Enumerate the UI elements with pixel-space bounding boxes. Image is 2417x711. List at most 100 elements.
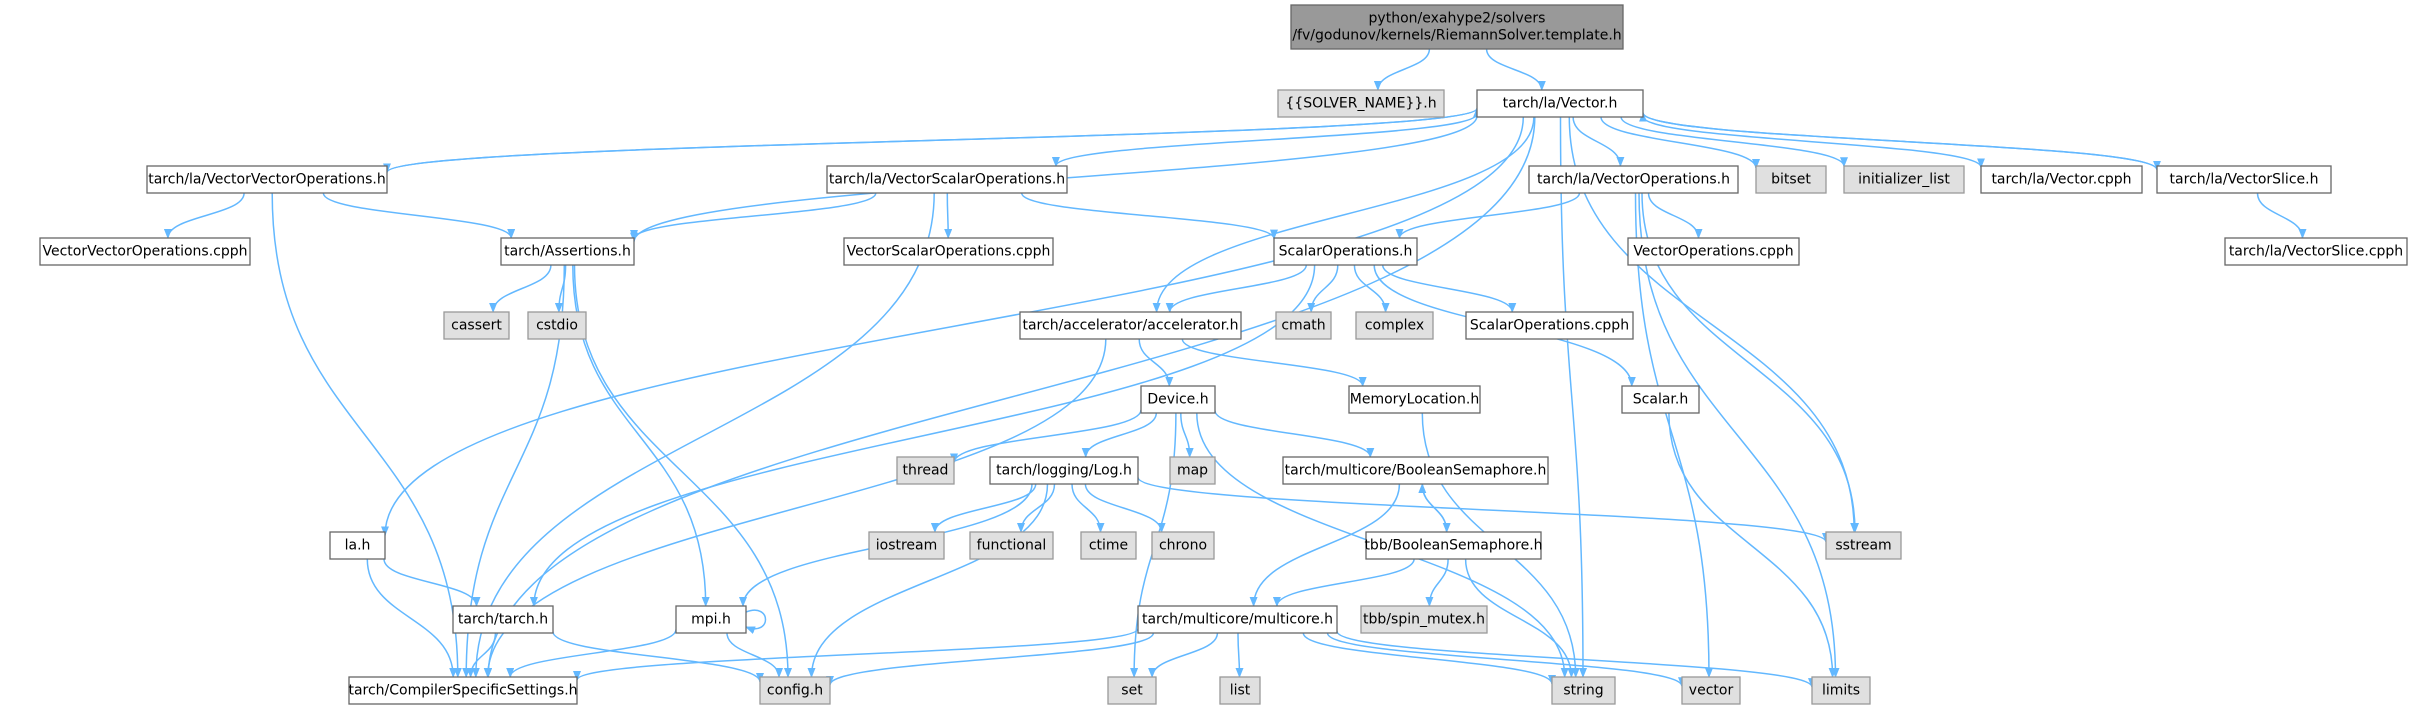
node-vso_h[interactable]: tarch/la/VectorScalarOperations.h: [826, 165, 1068, 194]
node-tarch_h[interactable]: tarch/tarch.h: [452, 605, 554, 634]
node-vso_cpph[interactable]: VectorScalarOperations.cpph: [843, 237, 1054, 266]
edge-vo_h-to-vector: [1634, 192, 1713, 678]
node-box: [1290, 4, 1624, 50]
node-accel_h[interactable]: tarch/accelerator/accelerator.h: [1019, 311, 1242, 340]
node-box: [1465, 311, 1634, 340]
node-root[interactable]: python/exahype2/solvers/fv/godunov/kerne…: [1290, 4, 1624, 50]
edge-device_h-to-thread: [950, 409, 1142, 464]
edge-root-to-solver_name: [1373, 48, 1431, 91]
node-label: tbb/BooleanSemaphore.h: [1364, 538, 1542, 554]
node-vslice_h[interactable]: tarch/la/VectorSlice.h: [2156, 165, 2332, 194]
edge-mpi_h-to-css_h: [506, 629, 677, 678]
node-box: [329, 531, 386, 560]
edge-log_h-to-sstream: [1137, 476, 1830, 543]
node-box: [1273, 237, 1418, 266]
node-label: vector: [1689, 683, 1734, 699]
node-vector_cpph[interactable]: tarch/la/Vector.cpph: [1980, 165, 2143, 194]
node-label: iostream: [876, 538, 938, 554]
edge-accel_h-to-memloc_h: [1181, 338, 1367, 387]
edge-tbb_boolsem_h-to-spin_mutex: [1425, 558, 1449, 607]
edge-multicore_h-to-limits: [1336, 630, 1816, 689]
node-box: [969, 531, 1054, 560]
node-box: [1080, 531, 1137, 560]
node-list: list: [1219, 676, 1261, 705]
node-vector_h[interactable]: tarch/la/Vector.h: [1476, 89, 1644, 118]
node-label: tarch/multicore/multicore.h: [1142, 612, 1333, 628]
edge-mc_boolsem_h-to-multicore_h: [1249, 483, 1401, 607]
node-string: string: [1551, 676, 1616, 705]
node-css_h[interactable]: tarch/CompilerSpecificSettings.h: [348, 676, 578, 705]
node-label: set: [1121, 683, 1143, 699]
node-box: [146, 165, 388, 194]
node-label: string: [1563, 683, 1603, 699]
node-box: [1275, 311, 1332, 340]
edge-assertions_h-to-cassert: [489, 264, 552, 313]
edge-vvo_h-to-css_h: [271, 192, 462, 678]
edge-tarch_h-to-config_h: [552, 631, 764, 683]
edge-vso_h-to-scalarops_h: [1020, 192, 1278, 240]
node-map: map: [1169, 456, 1216, 485]
node-box: [826, 165, 1068, 194]
node-box: [1348, 385, 1481, 414]
edge-log_h-to-functional: [1017, 483, 1056, 533]
edge-vector_h-to-sstream: [1568, 116, 1859, 533]
node-scalar_h[interactable]: Scalar.h: [1621, 385, 1700, 414]
node-label: tarch/la/VectorOperations.h: [1537, 172, 1730, 188]
node-vo_cpph[interactable]: VectorOperations.cpph: [1627, 237, 1800, 266]
node-box: [2156, 165, 2332, 194]
node-log_h[interactable]: tarch/logging/Log.h: [989, 456, 1139, 485]
edge-root-to-vector_h: [1485, 48, 1546, 91]
node-label: tarch/la/VectorSlice.h: [2170, 172, 2319, 188]
node-complex: complex: [1355, 311, 1434, 340]
node-la_h[interactable]: la.h: [329, 531, 386, 560]
node-box: [843, 237, 1054, 266]
node-mc_boolsem_h[interactable]: tarch/multicore/BooleanSemaphore.h: [1282, 456, 1549, 485]
node-label: tarch/accelerator/accelerator.h: [1022, 318, 1238, 334]
nodes-layer: python/exahype2/solvers/fv/godunov/kerne…: [39, 4, 2408, 705]
node-label: mpi.h: [691, 612, 731, 628]
node-box: [868, 531, 945, 560]
edge-vo_h-to-vo_cpph: [1647, 192, 1703, 239]
edge-mpi_h-to-config_h: [726, 632, 783, 678]
node-bitset: bitset: [1755, 165, 1827, 194]
edge-vector_h-to-vector_cpph: [1642, 115, 1985, 169]
node-label: /fv/godunov/kernels/RiemannSolver.templa…: [1292, 28, 1621, 44]
node-label: tarch/CompilerSpecificSettings.h: [348, 683, 577, 699]
node-scalarops_h[interactable]: ScalarOperations.h: [1273, 237, 1418, 266]
node-label: complex: [1365, 318, 1424, 334]
node-label: VectorOperations.cpph: [1633, 244, 1793, 260]
node-memloc_h[interactable]: MemoryLocation.h: [1348, 385, 1481, 414]
node-tbb_boolsem_h[interactable]: tbb/BooleanSemaphore.h: [1364, 531, 1543, 560]
node-label: bitset: [1771, 172, 1811, 188]
edge-assertions_h-to-cstdio: [554, 264, 567, 313]
node-vvo_cpph[interactable]: VectorVectorOperations.cpph: [39, 237, 251, 266]
node-box: [759, 676, 831, 705]
node-box: [1825, 531, 1902, 560]
node-label: cstdio: [536, 318, 578, 334]
node-label: cassert: [451, 318, 502, 334]
edge-device_h-to-log_h: [1081, 412, 1158, 458]
node-multicore_h[interactable]: tarch/multicore/multicore.h: [1137, 605, 1338, 634]
node-box: [1277, 89, 1445, 118]
edge-la_h-to-tarch_h: [383, 558, 481, 607]
node-box: [1137, 605, 1338, 634]
node-box: [1282, 456, 1549, 485]
node-box: [1627, 237, 1800, 266]
node-label: VectorVectorOperations.cpph: [43, 244, 248, 260]
node-vo_h[interactable]: tarch/la/VectorOperations.h: [1528, 165, 1739, 194]
node-label: python/exahype2/solvers: [1369, 11, 1546, 27]
node-mpi_h[interactable]: mpi.h: [675, 605, 747, 634]
edge-tbb_boolsem_h-to-string: [1464, 558, 1576, 678]
node-box: [1980, 165, 2143, 194]
node-label: ScalarOperations.cpph: [1470, 318, 1629, 334]
node-vvo_h[interactable]: tarch/la/VectorVectorOperations.h: [146, 165, 388, 194]
node-vslice_cpph[interactable]: tarch/la/VectorSlice.cpph: [2224, 237, 2408, 266]
node-assertions_h[interactable]: tarch/Assertions.h: [500, 237, 635, 266]
node-device_h[interactable]: Device.h: [1140, 385, 1216, 414]
node-scalarops_cpph[interactable]: ScalarOperations.cpph: [1465, 311, 1634, 340]
node-box: [1755, 165, 1827, 194]
node-iostream: iostream: [868, 531, 945, 560]
node-label: ctime: [1089, 538, 1128, 554]
node-label: limits: [1822, 683, 1860, 699]
